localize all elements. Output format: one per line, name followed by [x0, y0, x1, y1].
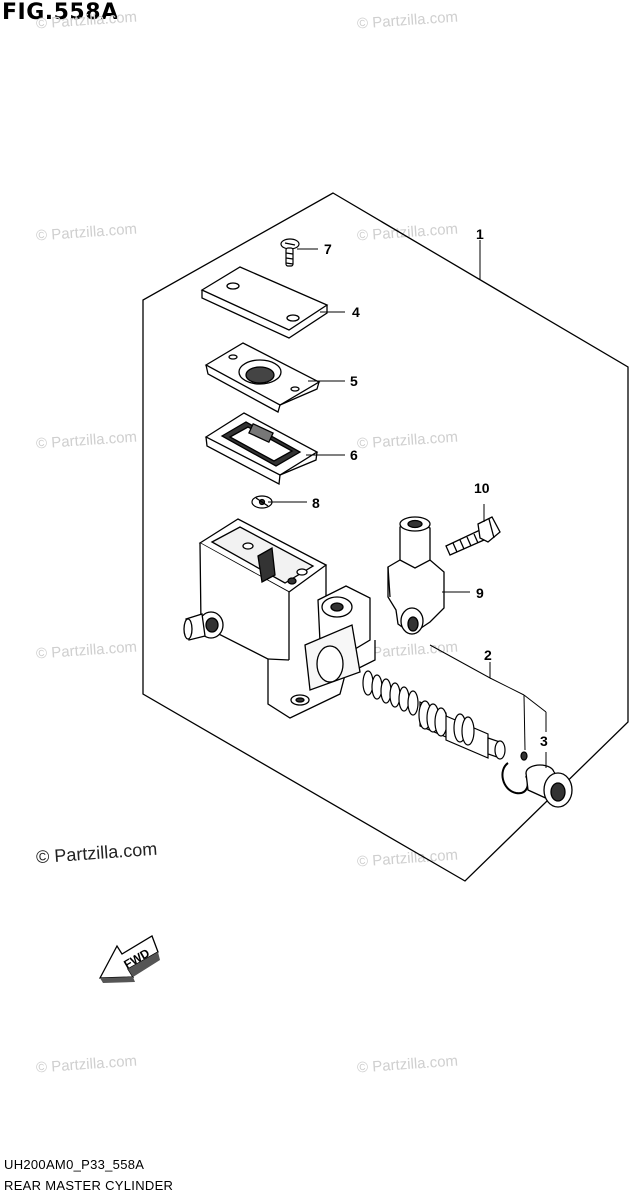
assembly-outline: [142, 192, 629, 882]
callout-4: 4: [352, 304, 360, 320]
callout-5: 5: [350, 373, 358, 389]
callout-2: 2: [484, 647, 492, 663]
callout-leaders: [268, 240, 547, 768]
callout-7: 7: [324, 241, 332, 257]
figure-code: UH200AM0_P33_558A: [4, 1157, 145, 1172]
part-10-bolt: [445, 516, 501, 556]
part-9-holder: [387, 516, 445, 635]
callout-6: 6: [350, 447, 358, 463]
part-3-boot: [525, 764, 573, 808]
master-cylinder-body: [183, 518, 376, 719]
part-5-diaphragm: [204, 342, 321, 413]
callout-1: 1: [476, 226, 484, 242]
fwd-arrow-icon: FWD: [98, 935, 160, 983]
callout-3: 3: [540, 733, 548, 749]
callout-8: 8: [312, 495, 320, 511]
part-6-gasket: [204, 412, 319, 486]
figure-name: REAR MASTER CYLINDER: [4, 1178, 174, 1193]
callout-10: 10: [474, 480, 490, 496]
part-4-cap: [200, 266, 329, 339]
callout-9: 9: [476, 585, 484, 601]
part-7-screw: [280, 238, 300, 267]
part-2-piston-kit: [362, 670, 529, 795]
figure-title: FIG.558A: [2, 0, 119, 25]
